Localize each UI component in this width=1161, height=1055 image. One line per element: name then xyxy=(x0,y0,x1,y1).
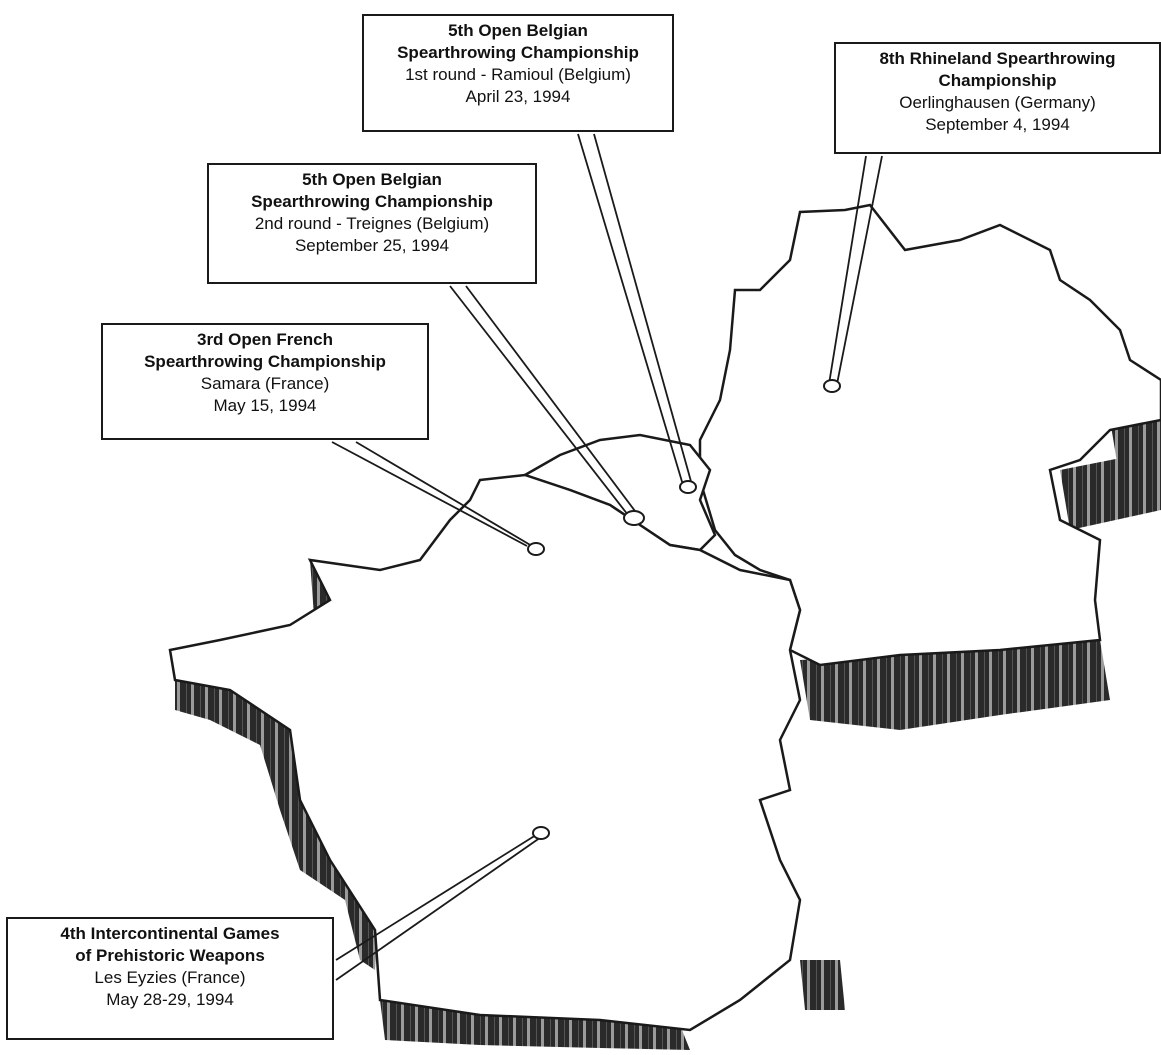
marker-ramioul xyxy=(679,480,697,494)
marker-samara xyxy=(527,542,545,556)
callout-samara: 3rd Open French Spearthrowing Championsh… xyxy=(101,323,429,440)
event-location: Les Eyzies (France) xyxy=(94,968,246,987)
event-title-line: 4th Intercontinental Games xyxy=(60,924,280,943)
event-date: May 28-29, 1994 xyxy=(106,990,234,1009)
event-title-line: Championship xyxy=(938,71,1057,90)
event-date: September 4, 1994 xyxy=(925,115,1070,134)
callout-les-eyzies: 4th Intercontinental Games of Prehistori… xyxy=(6,917,334,1040)
event-title-line: 3rd Open French xyxy=(196,330,334,349)
callout-rhineland: 8th Rhineland Spearthrowing Championship… xyxy=(834,42,1161,154)
event-date: May 15, 1994 xyxy=(213,396,317,415)
event-location: 1st round - Ramioul (Belgium) xyxy=(405,65,631,84)
event-location: 2nd round - Treignes (Belgium) xyxy=(254,214,490,233)
event-title-line: 8th Rhineland Spearthrowing xyxy=(879,49,1116,68)
event-title-line: Spearthrowing Championship xyxy=(397,43,639,62)
event-title-line: Spearthrowing Championship xyxy=(251,192,493,211)
marker-treignes xyxy=(623,510,645,526)
event-date: April 23, 1994 xyxy=(465,87,571,106)
event-title-line: 5th Open Belgian xyxy=(302,170,442,189)
event-title-line: 5th Open Belgian xyxy=(448,21,588,40)
marker-les-eyzies xyxy=(532,826,550,840)
france-land xyxy=(168,473,802,1032)
event-title-line: Spearthrowing Championship xyxy=(144,352,386,371)
callout-ramioul: 5th Open Belgian Spearthrowing Champions… xyxy=(362,14,674,132)
germany-relief xyxy=(800,410,1161,730)
event-title-line: of Prehistoric Weapons xyxy=(75,946,265,965)
leader-lines xyxy=(331,133,883,981)
callout-treignes: 5th Open Belgian Spearthrowing Champions… xyxy=(207,163,537,284)
marker-oerlinghausen xyxy=(823,379,841,393)
event-location: Samara (France) xyxy=(200,374,330,393)
germany-land xyxy=(698,203,1161,667)
event-date: September 25, 1994 xyxy=(294,236,450,255)
event-location: Oerlinghausen (Germany) xyxy=(899,93,1096,112)
